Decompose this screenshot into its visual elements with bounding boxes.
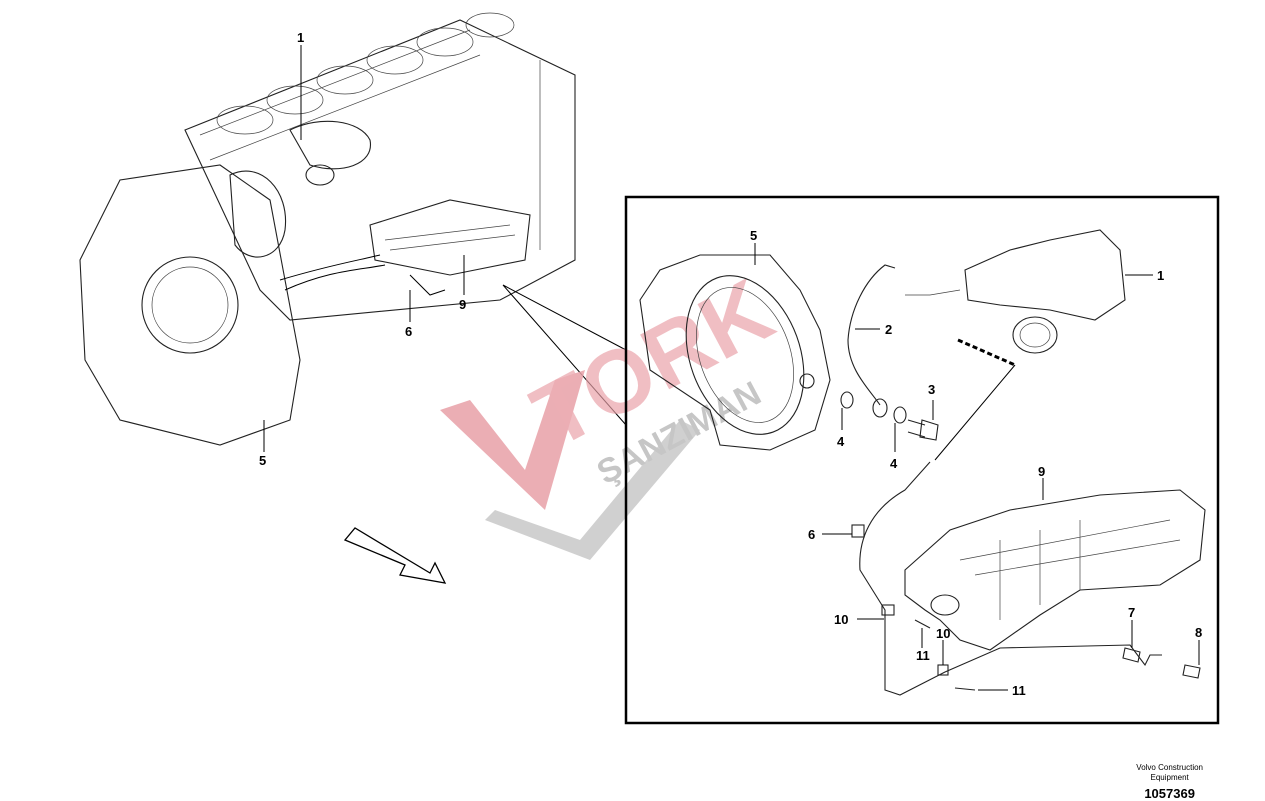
detail-callout-4a: 4	[837, 434, 845, 449]
callout-1: 1	[297, 30, 304, 45]
footer-credit: Volvo Construction Equipment 1057369	[1136, 763, 1203, 801]
detail-callout-6: 6	[808, 527, 815, 542]
engine-block-overview	[79, 12, 576, 446]
callout-9: 9	[459, 297, 466, 312]
watermark-logo: TORK ŞANZIMAN	[440, 260, 788, 560]
detail-callout-11b: 11	[1012, 683, 1026, 698]
detail-callout-1: 1	[1157, 268, 1164, 283]
detail-callout-10a: 10	[834, 612, 848, 627]
callout-6: 6	[405, 324, 412, 339]
detail-callout-2: 2	[885, 322, 892, 337]
detail-callout-8: 8	[1195, 625, 1202, 640]
detail-callout-5: 5	[750, 228, 757, 243]
company-line-1: Volvo Construction	[1136, 763, 1203, 772]
detail-frame	[624, 195, 1220, 725]
detail-parts	[639, 229, 1206, 696]
detail-callout-9: 9	[1038, 464, 1045, 479]
drawing-number: 1057369	[1144, 786, 1195, 801]
detail-callout-4b: 4	[890, 456, 898, 471]
direction-arrow-icon	[343, 527, 447, 584]
company-line-2: Equipment	[1150, 773, 1189, 782]
detail-callout-10b: 10	[936, 626, 950, 641]
detail-callout-11a: 11	[916, 648, 930, 663]
detail-callout-3: 3	[928, 382, 935, 397]
callout-5: 5	[259, 453, 266, 468]
detail-callout-7: 7	[1128, 605, 1135, 620]
detail-pointer	[502, 284, 627, 426]
